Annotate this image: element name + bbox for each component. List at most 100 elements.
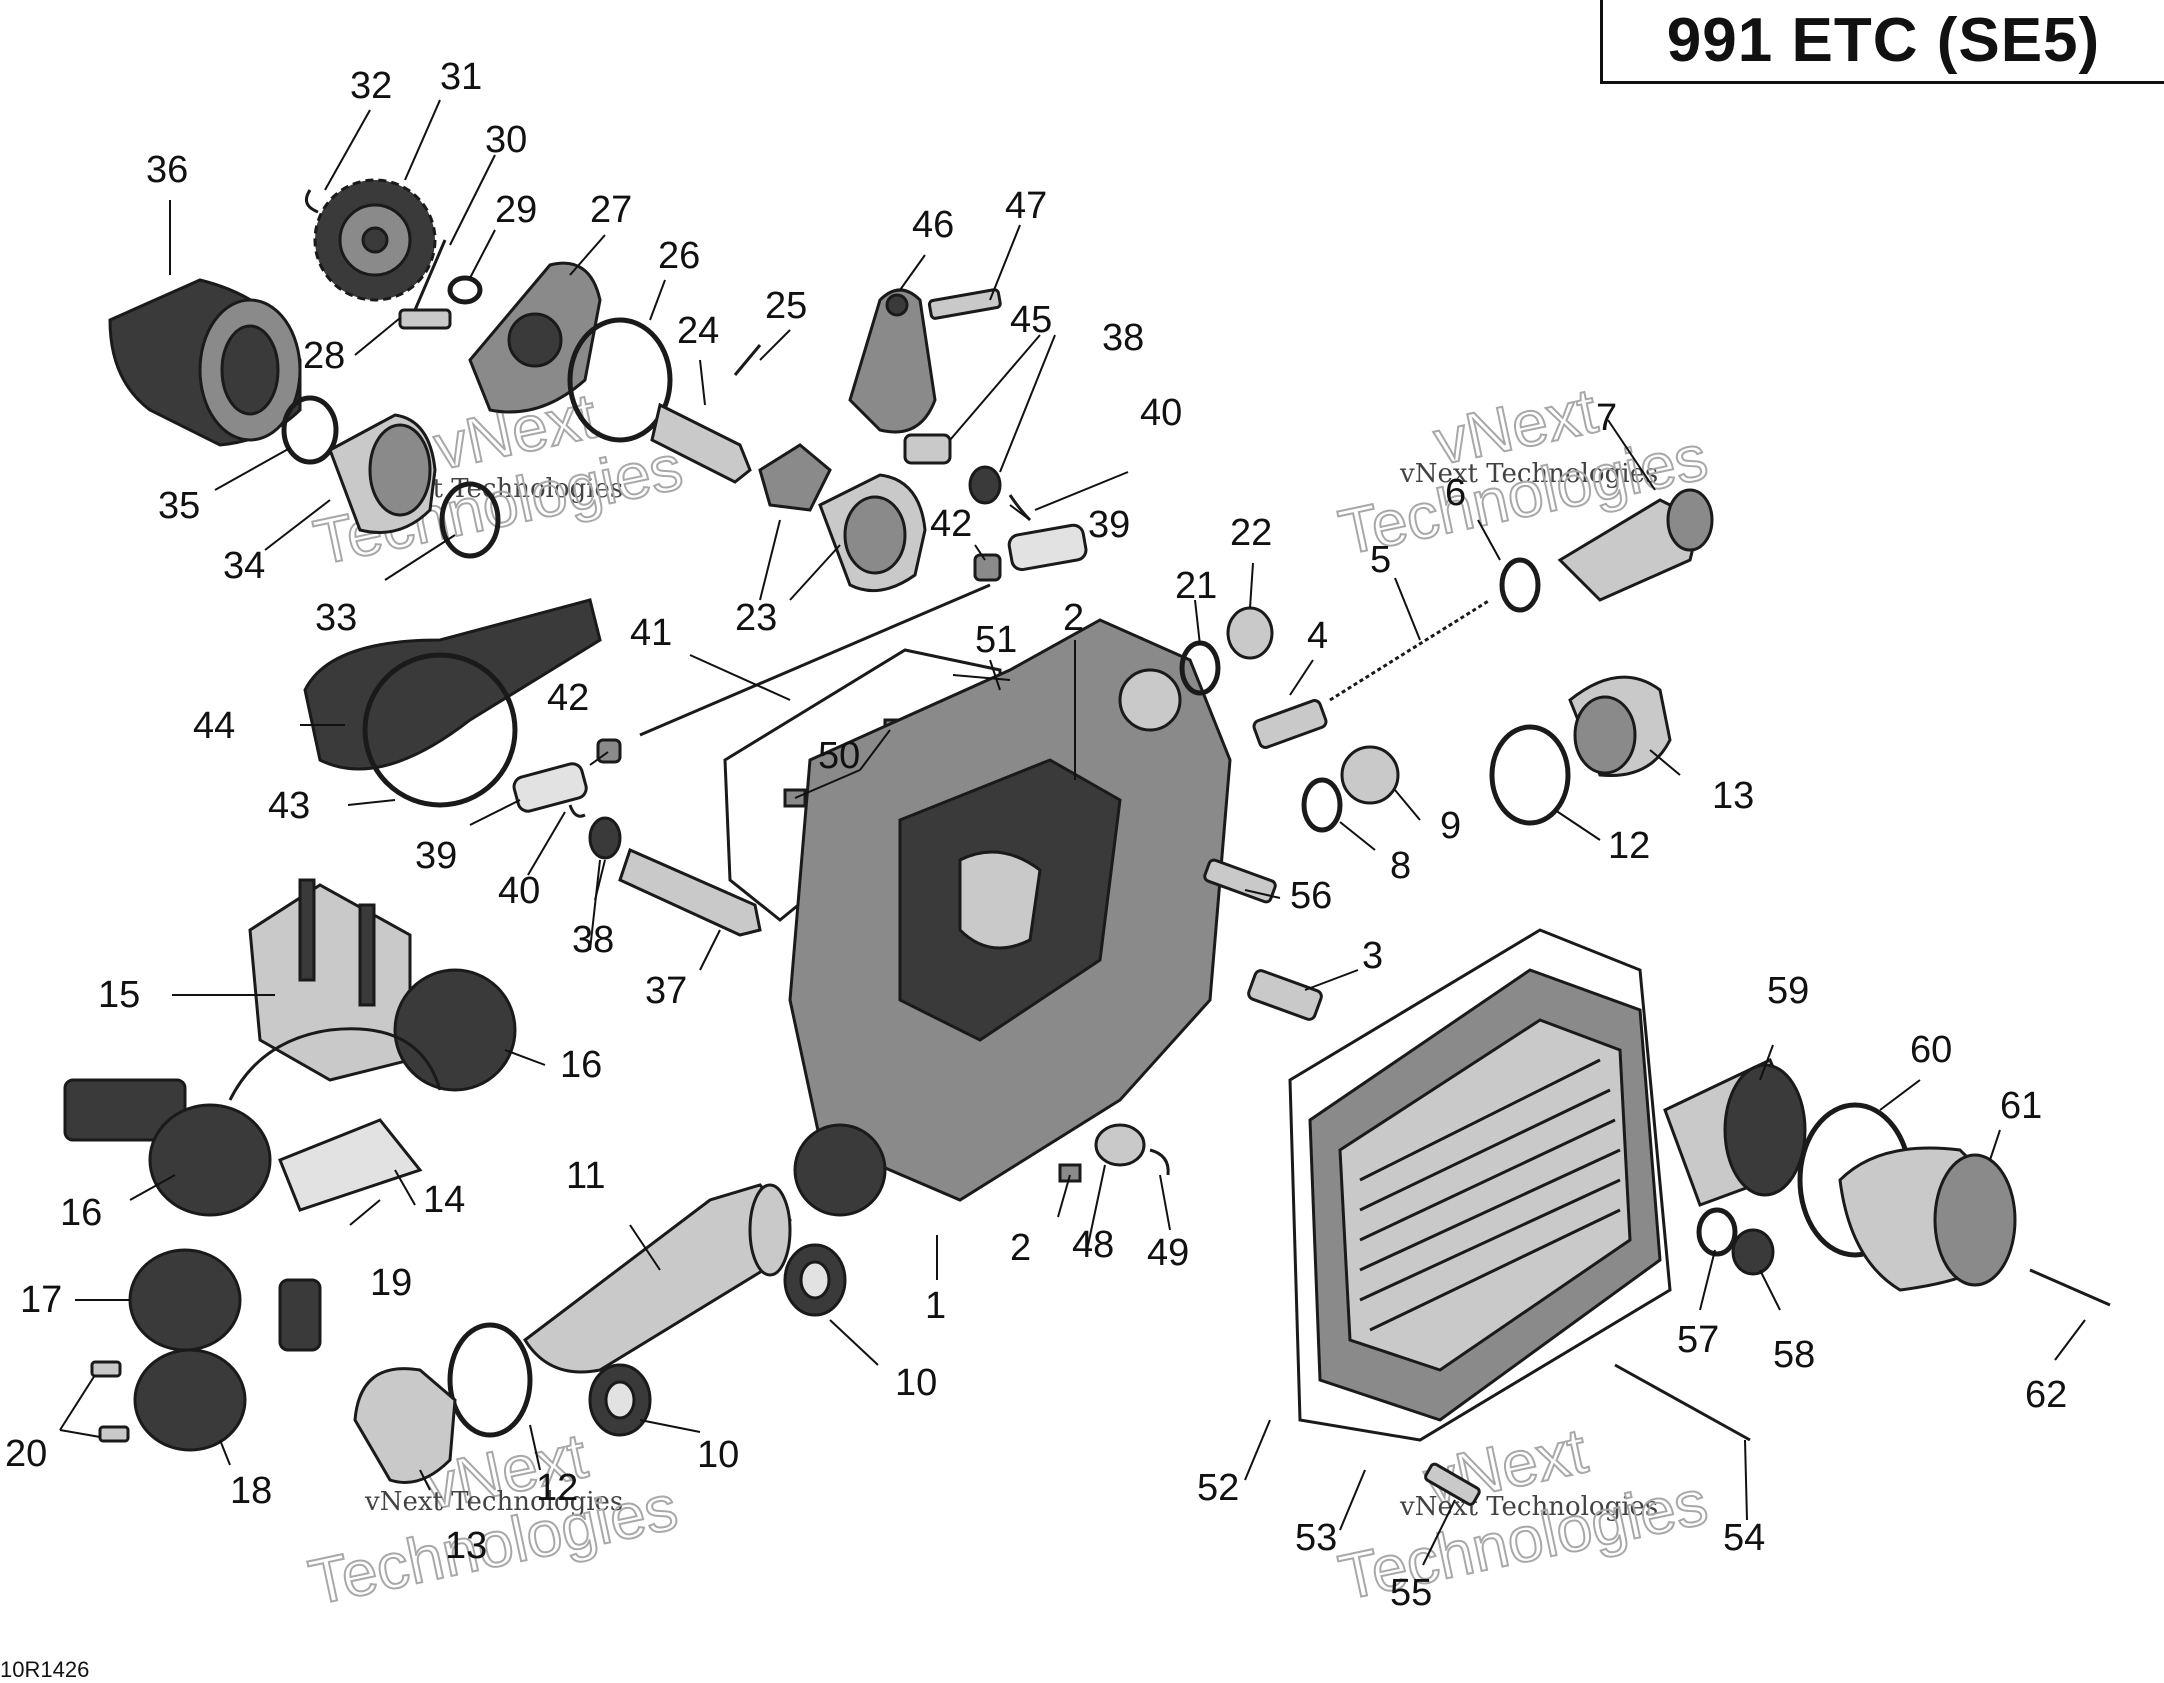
callout-20: 20 bbox=[5, 1433, 47, 1475]
callout-8: 8 bbox=[1390, 845, 1411, 887]
part-32-clip bbox=[304, 189, 319, 214]
callout-28: 28 bbox=[303, 335, 345, 377]
callout-50: 50 bbox=[818, 735, 860, 777]
callout-51: 51 bbox=[975, 619, 1017, 661]
part-19-plate bbox=[278, 1118, 423, 1212]
part-38-seal bbox=[968, 465, 1002, 505]
callout-44: 44 bbox=[193, 705, 235, 747]
part-30-pin bbox=[413, 239, 447, 311]
reference-code: 10R1426 bbox=[0, 1657, 90, 1682]
part-9-plug bbox=[1340, 745, 1400, 805]
part-26-o-ring bbox=[567, 317, 673, 443]
part-35-circlip bbox=[281, 395, 339, 465]
part-5-spring bbox=[1329, 598, 1491, 702]
callout-13: 13 bbox=[445, 1525, 487, 1567]
callout-39: 39 bbox=[1088, 504, 1130, 546]
callout-37: 37 bbox=[645, 970, 687, 1012]
callout-23: 23 bbox=[735, 597, 777, 639]
callout-38: 38 bbox=[1102, 317, 1144, 359]
callout-4: 4 bbox=[1307, 615, 1328, 657]
part-53-cover bbox=[1308, 968, 1662, 1422]
callout-57: 57 bbox=[1677, 1319, 1719, 1361]
callout-16: 16 bbox=[60, 1192, 102, 1234]
callout-9: 9 bbox=[1440, 805, 1461, 847]
callout-40: 40 bbox=[498, 870, 540, 912]
callout-59: 59 bbox=[1767, 970, 1809, 1012]
callout-36: 36 bbox=[146, 149, 188, 191]
watermark-text: vNext Technologies bbox=[364, 1487, 623, 1517]
part-43-clamp bbox=[362, 652, 518, 808]
callout-16: 16 bbox=[560, 1044, 602, 1086]
part-22-plug bbox=[1226, 606, 1274, 660]
callout-55: 55 bbox=[1390, 1572, 1432, 1614]
part-6-washer bbox=[1499, 557, 1541, 613]
callout-3: 3 bbox=[1362, 935, 1383, 977]
part-25-pin bbox=[733, 344, 762, 376]
callout-31: 31 bbox=[440, 56, 482, 98]
part-10-seal-hole bbox=[799, 1260, 831, 1300]
callout-58: 58 bbox=[1773, 1334, 1815, 1376]
callout-56: 56 bbox=[1290, 875, 1332, 917]
callout-2: 2 bbox=[1010, 1227, 1031, 1269]
watermark-text: vNext Technologies bbox=[1399, 1492, 1658, 1522]
part-33-ring bbox=[439, 481, 501, 559]
callout-52: 52 bbox=[1197, 1467, 1239, 1509]
callout-10: 10 bbox=[895, 1362, 937, 1404]
callout-40: 40 bbox=[1140, 392, 1182, 434]
part-27-pump-cover bbox=[468, 261, 602, 414]
part-34-bearing bbox=[328, 413, 437, 534]
part-54-bolt bbox=[1614, 1363, 1751, 1442]
callout-41: 41 bbox=[630, 612, 672, 654]
part-42-cap bbox=[973, 553, 1002, 582]
part-59-filter bbox=[1663, 1057, 1807, 1207]
callout-27: 27 bbox=[590, 189, 632, 231]
callout-42: 42 bbox=[547, 677, 589, 719]
callout-47: 47 bbox=[1005, 185, 1047, 227]
part-8-washer bbox=[1301, 777, 1343, 833]
callout-12: 12 bbox=[536, 1467, 578, 1509]
part-40-clip-lower bbox=[568, 804, 586, 818]
callout-38: 38 bbox=[572, 919, 614, 961]
part-12-o-ring bbox=[1489, 724, 1571, 826]
callout-labels: 1 2 2 3 4 5 6 7 8 9 10 10 11 12 12 13 13… bbox=[5, 56, 2067, 1614]
callout-49: 49 bbox=[1147, 1232, 1189, 1274]
callout-46: 46 bbox=[912, 204, 954, 246]
callout-42: 42 bbox=[930, 503, 972, 545]
part-18-solenoid bbox=[133, 1348, 247, 1452]
part-11-spool bbox=[523, 1183, 792, 1374]
callout-29: 29 bbox=[495, 189, 537, 231]
part-58-plug bbox=[1731, 1228, 1775, 1276]
leader-lines bbox=[59, 99, 2086, 1566]
part-28-bolt bbox=[398, 308, 452, 330]
part-55-screw bbox=[1424, 1462, 1481, 1506]
part-61-filter-cap bbox=[1838, 1146, 2017, 1292]
callout-30: 30 bbox=[485, 119, 527, 161]
part-49-clip bbox=[1149, 1148, 1170, 1176]
callout-14: 14 bbox=[423, 1179, 465, 1221]
part-62-bolt bbox=[2029, 1268, 2111, 1307]
part-3-fitting bbox=[1247, 969, 1323, 1021]
callout-13: 13 bbox=[1712, 775, 1754, 817]
part-46-lever bbox=[848, 288, 937, 434]
watermark-bottom-left: vNext vNext Technologies Technologies bbox=[302, 1418, 684, 1619]
callout-19: 19 bbox=[370, 1262, 412, 1304]
callout-61: 61 bbox=[2000, 1085, 2042, 1127]
part-37-shaft bbox=[618, 847, 762, 937]
callout-43: 43 bbox=[268, 785, 310, 827]
part-52-gasket bbox=[1288, 928, 1672, 1442]
part-24-shaft bbox=[650, 402, 752, 484]
watermark-text: vNext Technologies bbox=[1399, 459, 1658, 489]
part-39-plug bbox=[1007, 523, 1088, 572]
part-20-screw bbox=[98, 1425, 130, 1443]
callout-22: 22 bbox=[1230, 512, 1272, 554]
callout-21: 21 bbox=[1175, 565, 1217, 607]
part-41-rod bbox=[639, 583, 991, 737]
part-17-solenoid bbox=[128, 1248, 322, 1352]
part-47-bolt bbox=[927, 288, 1002, 320]
callout-12: 12 bbox=[1608, 825, 1650, 867]
part-29-washer bbox=[447, 275, 483, 305]
callout-17: 17 bbox=[20, 1279, 62, 1321]
part-31-gear bbox=[313, 178, 437, 302]
callout-2: 2 bbox=[1063, 597, 1084, 639]
part-12-o-ring-lower bbox=[447, 1322, 533, 1438]
